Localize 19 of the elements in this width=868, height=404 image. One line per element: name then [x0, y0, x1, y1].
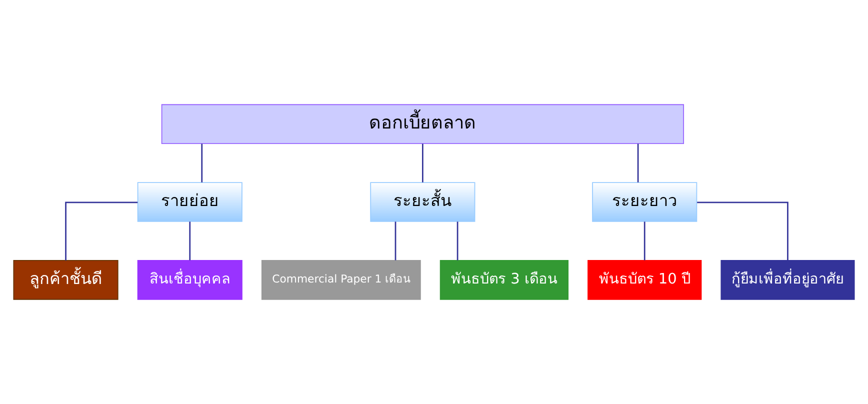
connector	[201, 144, 203, 182]
connector	[637, 144, 639, 182]
connector	[422, 144, 424, 182]
node-box: สินเชื่อบุคคล	[137, 260, 242, 300]
connector	[394, 222, 396, 260]
node-box: พันธบัตร 10 ปี	[588, 260, 702, 300]
connector	[65, 202, 138, 260]
node-box: กู้ยืมเพื่อที่อยู่อาศัย	[720, 260, 855, 300]
connector	[644, 222, 646, 260]
node-box: ดอกเบี้ยตลาด	[161, 104, 684, 144]
node-box: รายย่อย	[137, 182, 242, 222]
node-box: ระยะสั้น	[370, 182, 476, 222]
connector	[189, 222, 191, 260]
node-box: พันธบัตร 3 เดือน	[440, 260, 569, 300]
connector	[697, 202, 788, 260]
node-box: ลูกค้าชั้นดี	[13, 260, 118, 300]
node-box: ระยะยาว	[592, 182, 698, 222]
connector	[456, 222, 458, 260]
node-box: Commercial Paper 1 เดือน	[261, 260, 421, 300]
